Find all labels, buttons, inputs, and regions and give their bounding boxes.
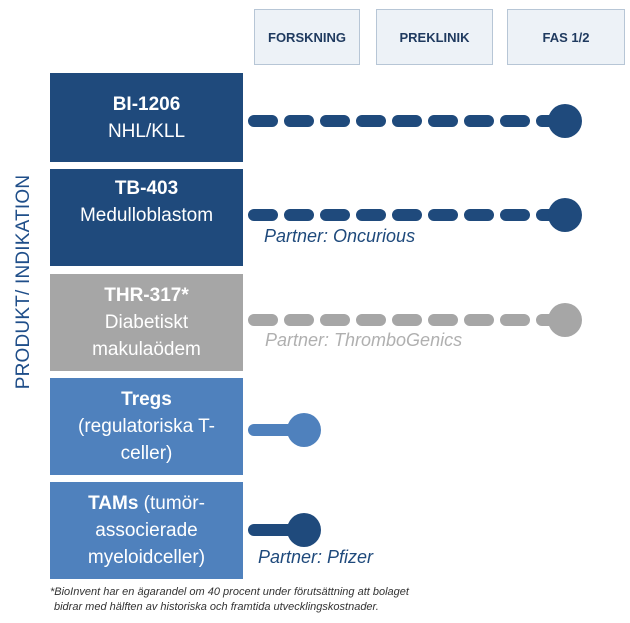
product-indication: Diabetiskt makulaödem (92, 312, 201, 360)
product-indication: (regulatoriska T-celler) (78, 416, 215, 464)
phase-header-preklinik: PREKLINIK (376, 9, 493, 65)
phase-label: FORSKNING (268, 29, 346, 45)
product-name: Tregs (121, 389, 172, 410)
product-box-tams: TAMs (tumör-associerade myeloidceller) (50, 482, 243, 579)
footnote: *BioInvent har en ägarandel om 40 procen… (50, 585, 490, 615)
phase-label: FAS 1/2 (542, 29, 590, 45)
partner-label-oncurious: Partner: Oncurious (264, 226, 416, 246)
progress-end-marker (548, 303, 582, 337)
phase-label: PREKLINIK (399, 29, 470, 45)
product-box-tregs: Tregs (regulatoriska T-celler) (50, 378, 243, 475)
product-box-thr317: THR-317* Diabetiskt makulaödem (50, 274, 243, 371)
progress-end-marker (287, 413, 321, 447)
product-name: BI-1206 (112, 93, 181, 115)
partner-label-thrombogenics: Partner: ThromboGenics (265, 330, 463, 350)
product-text: TAMs (tumör-associerade myeloidceller) (72, 490, 221, 571)
footnote-line-2: bidrar med hälften av historiska och fra… (54, 601, 379, 613)
product-indication: NHL/KLL (107, 120, 186, 142)
progress-end-marker (287, 513, 321, 547)
product-name: TB-403 (114, 178, 179, 199)
product-box-tb403: TB-403 Medulloblastom (50, 169, 243, 266)
product-name: TAMs (88, 493, 139, 514)
footnote-line-1: *BioInvent har en ägarandel om 40 procen… (50, 586, 409, 598)
product-name: THR-317* (104, 285, 189, 306)
phase-header-fas: FAS 1/2 (507, 9, 625, 65)
phase-header-forskning: FORSKNING (254, 9, 360, 65)
product-box-bi1206: BI-1206 NHL/KLL (50, 73, 243, 162)
partner-label-pfizer: Partner: Pfizer (258, 547, 374, 567)
progress-end-marker (548, 198, 582, 232)
product-indication: (tumör-associerade myeloidceller) (87, 493, 206, 568)
product-indication: Medulloblastom (79, 205, 214, 226)
progress-end-marker (548, 104, 582, 138)
